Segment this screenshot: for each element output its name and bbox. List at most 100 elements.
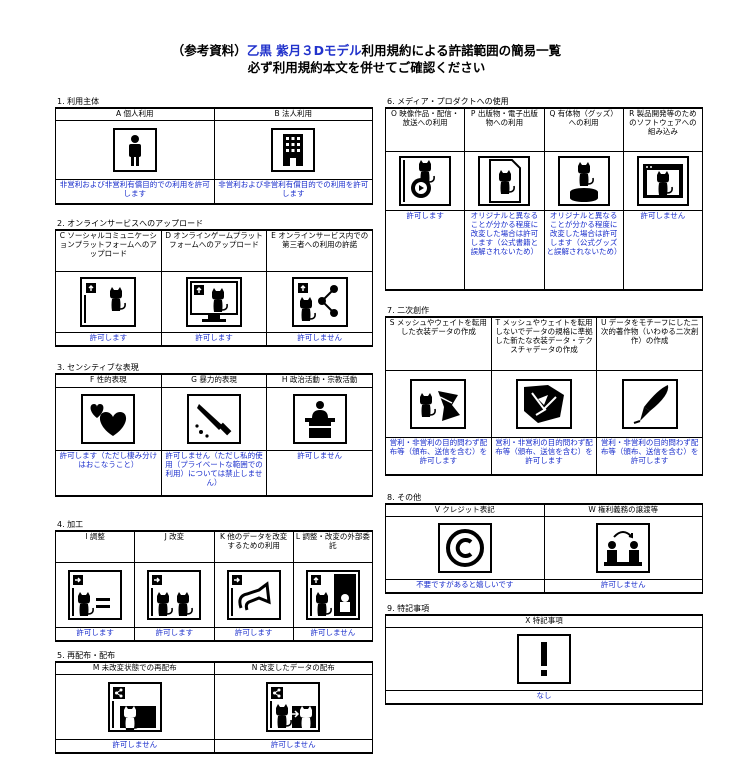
permission-text: 許可しません（ただし私的使用（プライベートな範囲での利用）については禁止しません…: [160, 450, 268, 497]
permission-text: 許可しません: [292, 627, 374, 642]
column-header: B 法人利用: [213, 107, 373, 121]
permission-text: 営利・非営利の目的問わず配布等（頒布、送信を含む）を許可します: [385, 437, 492, 476]
building-icon: [271, 128, 316, 172]
permission-text: 営利・非営利の目的問わず配布等（頒布、送信を含む）を許可します: [596, 437, 703, 476]
column-header: D オンラインゲームプラットフォームへのアップロード: [160, 229, 268, 272]
copyright-icon: [437, 523, 492, 573]
column-header: N 改変したデータの配布: [213, 661, 373, 675]
figure-icon: [557, 156, 610, 206]
section-label: 8. その他: [387, 493, 422, 502]
permission-text: 不要ですがあると嬉しいです: [385, 579, 545, 594]
column-header: K 他のデータを改変するための利用: [213, 530, 294, 563]
knife-icon: [186, 394, 241, 444]
permission-text: 許可します: [384, 210, 466, 291]
title-line-1: （参考資料）乙黒 紫月３Dモデル利用規約による許諾範囲の簡易一覧: [0, 40, 733, 59]
column-header: W 権利義務の譲渡等: [543, 503, 703, 517]
column-header: I 調整: [54, 530, 136, 563]
video-icon: [399, 156, 452, 206]
redistribute-icon: [107, 682, 162, 732]
reuse-icon: [226, 570, 281, 620]
hearts-icon: [81, 394, 136, 444]
column-header: H 政治活動・宗教活動: [266, 373, 373, 388]
column-header: X 特記事項: [385, 614, 703, 628]
permission-text: 許可します（ただし棲み分けはおこなうこと）: [55, 450, 162, 497]
section-label: 4. 加工: [57, 520, 84, 529]
permission-text: 許可します: [160, 332, 268, 347]
column-header: C ソーシャルコミュニケーションプラットフォームへのアップロード: [55, 229, 162, 272]
section-label: 5. 再配布・配布: [57, 651, 116, 660]
permission-text: 許可しません: [266, 450, 373, 497]
column-header: O 映像作品・配信・放送への利用: [384, 107, 466, 152]
section-label: 2. オンラインサービスへのアップロード: [57, 219, 204, 228]
share-cat-icon: [291, 277, 348, 327]
title-prefix: （参考資料）: [171, 43, 247, 58]
title-model-name: 乙黒 紫月３Dモデル: [246, 43, 362, 58]
permission-text: オリジナルと異なることが分かる程度に改変した場合は許可します（公式グッズと誤解さ…: [543, 210, 624, 291]
section-label: 3. センシティブな表現: [57, 363, 139, 372]
column-header: T メッシュやウェイトを転用しないでデータの規格に準拠した新たな衣装データ・テク…: [490, 316, 598, 371]
column-header: V クレジット表記: [385, 503, 545, 517]
transfer-icon: [596, 523, 651, 573]
column-header: G 暴力的表現: [160, 373, 268, 388]
permission-text: 許可しません: [543, 579, 703, 594]
column-header: S メッシュやウェイトを転用した衣装データの作成: [385, 316, 492, 371]
permission-text: 許可しません: [213, 739, 373, 754]
permission-text: オリジナルと異なることが分かる程度に改変した場合は許可します（公式書籍と誤解され…: [464, 210, 545, 291]
pen-icon: [621, 379, 678, 429]
exclamation-icon: [517, 634, 571, 684]
person-icon: [112, 128, 157, 172]
monitor-cat-icon: [185, 277, 242, 327]
column-header: J 改変: [134, 530, 215, 563]
outsource-icon: [305, 570, 360, 620]
podium-icon: [292, 394, 347, 444]
column-header: M 未改変状態での再配布: [55, 661, 215, 675]
modify-icon: [147, 570, 202, 620]
column-header: U データをモチーフにした二次的著作物（いわゆる二次創作）の作成: [596, 316, 703, 371]
permission-text: 営利・非営利の目的問わず配布等（頒布、送信を含む）を許可します: [490, 437, 598, 476]
column-header: E オンラインサービス内での第三者への利用の許諾: [266, 229, 373, 272]
column-header: L 調整・改変の外部委託: [292, 530, 374, 563]
permission-text: 非営利および非営利有償目的での利用を許可します: [213, 179, 373, 205]
permission-text: 許可します: [134, 627, 215, 642]
permission-text: 非営利および非営利有償目的での利用を許可します: [55, 179, 215, 205]
permission-text: 許可します: [213, 627, 294, 642]
column-header: P 出版物・電子出版物への利用: [464, 107, 545, 152]
cloth-cat-icon: [410, 379, 467, 429]
permission-text: 許可します: [55, 332, 162, 347]
adjust-icon: [68, 570, 123, 620]
section-label: 7. 二次創作: [387, 306, 430, 315]
permission-text: なし: [385, 690, 703, 705]
column-header: Q 有体物（グッズ）への利用: [543, 107, 624, 152]
permission-text: 許可しません: [266, 332, 373, 347]
title-line-2: 必ず利用規約本文を併せてご確認ください: [247, 60, 486, 75]
column-header: F 性的表現: [55, 373, 162, 388]
title-suffix: 利用規約による許諾範囲の簡易一覧: [361, 43, 562, 58]
upload-cat-icon: [80, 277, 137, 327]
permission-text: 許可しません: [55, 739, 215, 754]
section-2: 2. オンラインサービスへのアップロード C ソーシャルコミュニケーションプラッ…: [55, 218, 373, 347]
column-header: R 製品開発等のためのソフトウェアへの組み込み: [622, 107, 704, 152]
column-header: A 個人利用: [55, 107, 215, 121]
section-9: 9. 特記事項 X 特記事項 なし: [385, 603, 703, 705]
section-label: 9. 特記事項: [387, 604, 430, 613]
software-icon: [636, 156, 689, 206]
section-table: X 特記事項 なし: [385, 614, 703, 705]
section-label: 6. メディア・プロダクトへの使用: [387, 97, 509, 106]
permission-text: 許可しません: [622, 210, 704, 291]
document-icon: [478, 156, 531, 206]
section-label: 1. 利用主体: [57, 97, 100, 106]
